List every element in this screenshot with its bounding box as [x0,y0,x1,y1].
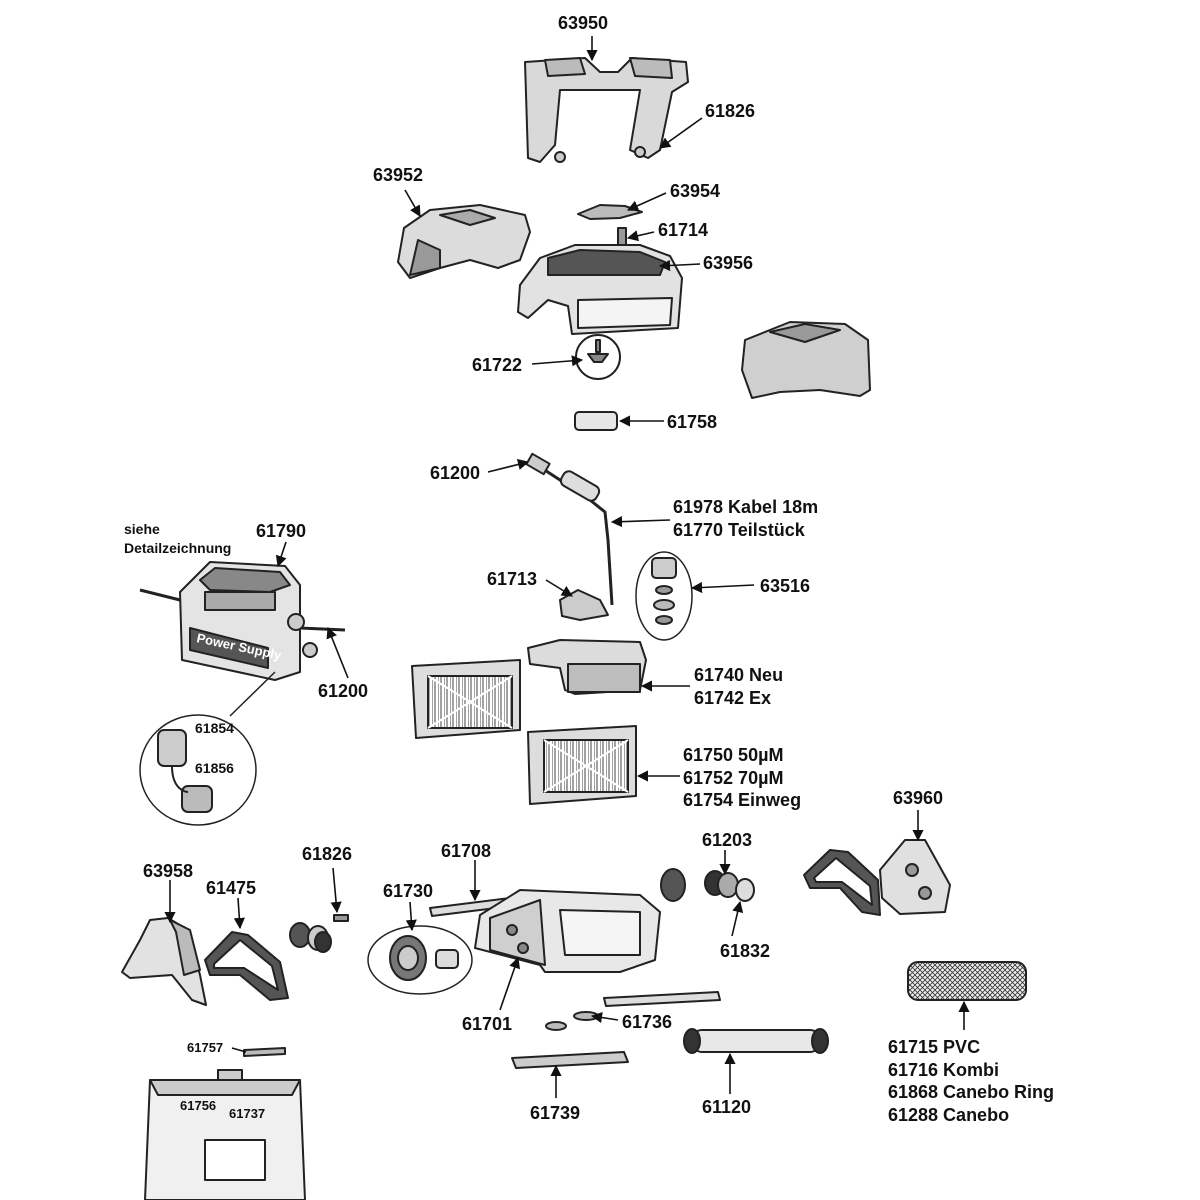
leader-lines [164,36,970,1098]
part-label-61288: 61288 Canebo [888,1104,1010,1125]
note-line-1: siehe [124,521,160,537]
part-label-63956: 63956 [703,253,754,273]
filter-right-part [527,725,637,805]
left-side-body-part [121,917,207,1006]
roller-part [683,1028,829,1054]
part-label-61713: 61713 [487,569,538,589]
part-label-61200-ps: 61200 [318,681,369,701]
part-label-61750: 61750 50µM [683,745,784,765]
part-label-63958: 63958 [143,861,194,881]
part-label-61868: 61868 Canebo Ring [888,1082,1055,1102]
part-label-61203: 61203 [702,830,753,850]
part-label-63960: 63960 [893,788,944,808]
track-left-part [204,931,289,1001]
latch-part [617,227,627,247]
part-label-61756: 61756 [180,1098,217,1113]
part-label-cable-group: 61978 Kabel 18m 61770 Teilstück [673,496,818,541]
part-label-filter-group: 61750 50µM 61752 70µM 61754 Einweg [683,744,801,812]
bottom-plate-part [511,1051,629,1069]
part-label-61715: 61715 PVC [888,1037,981,1057]
rear-rail-part [603,991,721,1007]
part-label-63950: 63950 [558,13,609,33]
gear-part [660,868,755,902]
part-label-61120: 61120 [702,1097,752,1117]
part-label-63954: 63954 [670,181,721,201]
side-cover-part [397,204,531,279]
part-label-61826-top: 61826 [705,101,756,121]
part-label-61832: 61832 [720,941,771,961]
connector-part [559,589,609,621]
part-label-motor-group: 61740 Neu 61742 Ex [694,664,783,709]
top-body-part [517,244,683,335]
detail-drawing-note: siehe Detailzeichnung [124,520,231,558]
part-label-61754: 61754 Einweg [683,790,802,810]
part-label-61730: 61730 [383,881,434,901]
part-label-61714: 61714 [658,220,709,240]
part-label-61739: 61739 [530,1103,581,1123]
part-label-61790: 61790 [256,521,307,541]
part-label-61701: 61701 [462,1014,513,1034]
brush-part [907,961,1027,1001]
part-label-63516: 63516 [760,576,811,596]
motor-block-part [527,639,647,695]
part-label-61737: 61737 [229,1106,266,1121]
handle-part [524,57,689,163]
power-supply-part: Power Supply [139,561,346,681]
part-label-61200-cable: 61200 [430,463,481,483]
power-supply-detail-part [139,671,276,826]
part-label-61978: 61978 Kabel 18m [673,497,819,517]
part-label-61475: 61475 [206,878,257,898]
seal-set-part [635,551,693,641]
part-label-brush-group: 61715 PVC 61716 Kombi 61868 Canebo Ring … [888,1036,1054,1126]
part-label-61826-mid: 61826 [302,844,353,864]
drive-wheel-part [367,925,473,995]
part-label-61708: 61708 [441,841,492,861]
part-label-63952: 63952 [373,165,424,185]
small-cover-part [577,204,643,220]
part-label-61740: 61740 Neu [694,665,784,685]
part-label-61854: 61854 [195,720,234,736]
small-disc-part [545,1011,599,1031]
chassis-part [474,889,661,973]
right-side-body-part [803,839,951,916]
motor-ring-part [574,411,618,431]
part-label-61722: 61722 [472,355,523,375]
impeller-part [575,334,621,380]
part-label-61758: 61758 [667,412,718,432]
wheel-bearings-part [289,914,349,953]
part-label-61736: 61736 [622,1012,673,1032]
part-label-61856: 61856 [195,760,234,776]
part-label-61716: 61716 Kombi [888,1059,1000,1080]
note-line-2: Detailzeichnung [124,539,232,556]
part-label-61770: 61770 Teilstück [673,519,805,540]
part-label-61757: 61757 [187,1040,224,1055]
part-label-61742: 61742 Ex [694,687,772,708]
housing-part [144,1069,306,1200]
clip-part [243,1047,286,1057]
filter-left-part [411,659,521,739]
outer-cover-part [741,321,871,399]
part-label-61752: 61752 70µM [683,767,784,788]
cable-assembly [525,452,614,606]
